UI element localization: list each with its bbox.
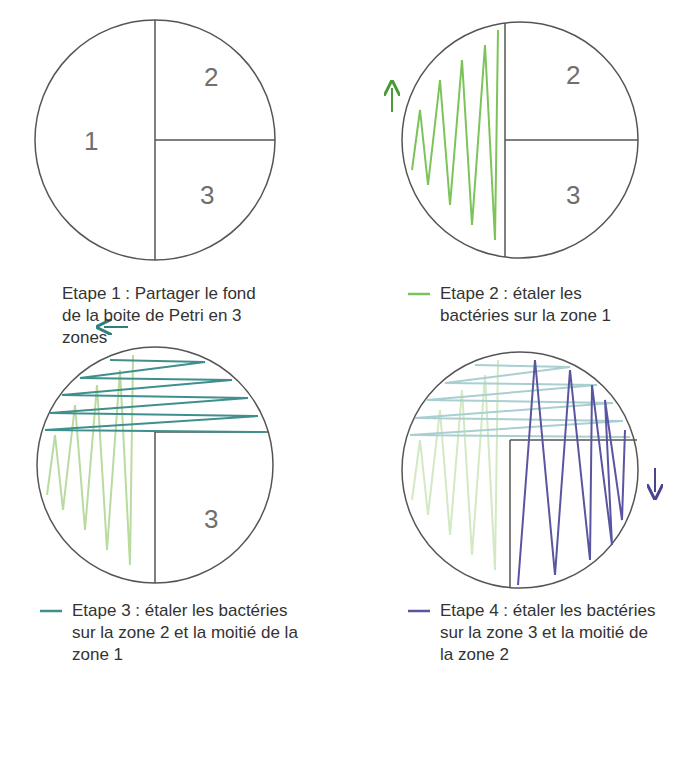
zone-number: 3 — [566, 182, 580, 208]
color-dash — [40, 610, 62, 613]
direction-arrow — [104, 326, 128, 328]
streak-zone-1 — [47, 355, 133, 565]
petri-dish — [35, 20, 275, 260]
petri-dish — [402, 352, 638, 588]
step-caption: Etape 1 : Partager le fond de la boite d… — [62, 283, 277, 349]
petri-dish — [402, 22, 638, 258]
streak-zone-1 — [412, 360, 498, 570]
direction-arrow — [654, 468, 656, 492]
zone-number: 2 — [566, 62, 580, 88]
streak-zone-1 — [412, 30, 498, 240]
zone-number: 3 — [200, 182, 214, 208]
zone-number: 2 — [204, 64, 218, 90]
streak-zone-2 — [45, 360, 265, 432]
zone-number: 1 — [84, 128, 98, 154]
streak-zone-3 — [518, 360, 625, 585]
step-caption: Etape 4 : étaler les bactéries sur la zo… — [440, 600, 662, 666]
direction-arrow — [391, 88, 393, 112]
color-dash — [408, 610, 430, 613]
petri-dish — [37, 347, 273, 583]
zone-number: 3 — [204, 506, 218, 532]
step-caption: Etape 3 : étaler les bactéries sur la zo… — [72, 600, 302, 666]
color-dash — [408, 293, 430, 296]
step-caption: Etape 2 : étaler les bactéries sur la zo… — [440, 283, 655, 327]
